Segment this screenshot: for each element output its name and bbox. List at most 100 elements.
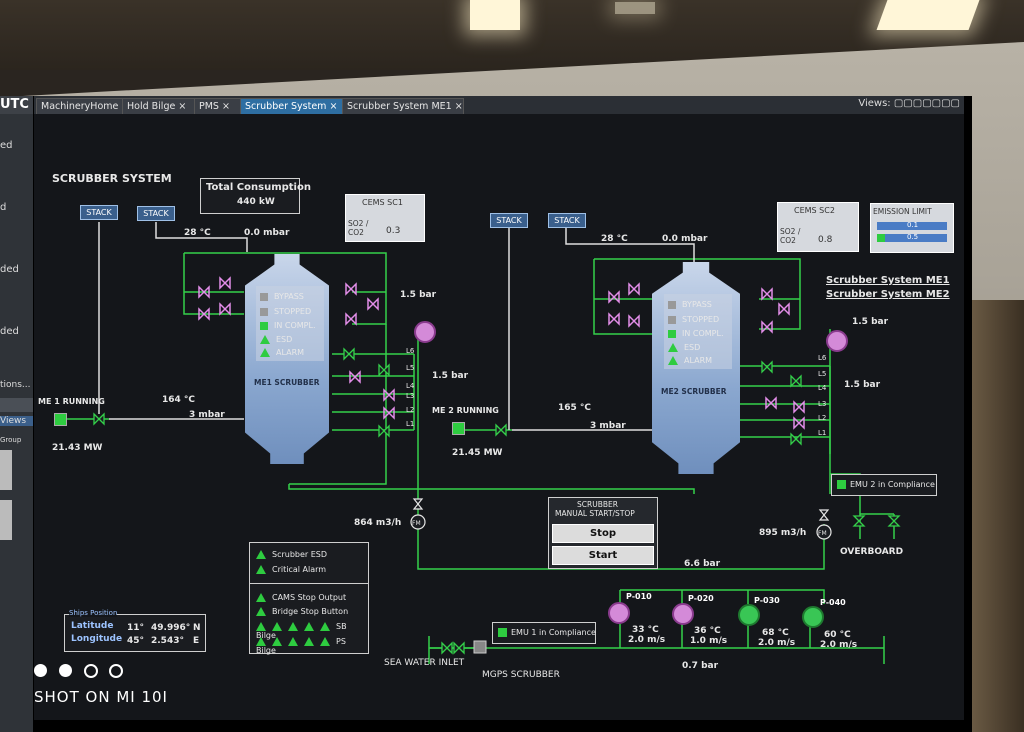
- me1-running-label: ME 1 RUNNING: [38, 397, 105, 406]
- me1-scrubber-label: ME1 SCRUBBER: [254, 378, 320, 387]
- legend-scrubber-esd: Scrubber ESD: [256, 550, 327, 559]
- tab-scrubber-system-me1[interactable]: Scrubber System ME1 ×: [342, 98, 464, 114]
- link-scrubber-system-me2[interactable]: Scrubber System ME2: [826, 289, 950, 300]
- pump-p030[interactable]: [738, 604, 760, 626]
- side-toolbar[interactable]: [0, 398, 33, 412]
- me2-in-compliance-indicator: IN COMPL.: [668, 329, 724, 338]
- side-item[interactable]: ded: [0, 326, 19, 337]
- pump-p020-flow: 1.0 m/s: [690, 636, 728, 646]
- side-item[interactable]: ded: [0, 264, 19, 275]
- page-title: SCRUBBER SYSTEM: [52, 172, 172, 185]
- legend-panel: Scrubber ESD Critical Alarm CAMS Stop Ou…: [249, 542, 369, 655]
- me1-level-l1: L1: [406, 420, 415, 428]
- pump-p020-id: P-020: [688, 594, 714, 603]
- me1-circulation-pump[interactable]: [414, 321, 436, 343]
- me1-pressure: 0.0 mbar: [244, 228, 290, 238]
- me2-bypass-indicator: BYPASS: [668, 300, 712, 309]
- me2-level-l3: L3: [818, 400, 827, 408]
- side-item[interactable]: ed: [0, 140, 13, 151]
- me2-status-panel: BYPASS STOPPED IN COMPL. ESD ALARM: [664, 294, 732, 369]
- me1-pressure-mid: 1.5 bar: [432, 371, 469, 381]
- legend-bridge-stop-button: Bridge Stop Button: [256, 607, 348, 616]
- legend-critical-alarm: Critical Alarm: [256, 565, 326, 574]
- cems-sc1-title: CEMS SC1: [362, 198, 403, 207]
- pump-p020-temp: 36 °C: [694, 626, 721, 636]
- me1-esd-indicator: ESD: [260, 335, 292, 344]
- me2-level-l5: L5: [818, 370, 827, 378]
- pump-p030-flow: 2.0 m/s: [758, 638, 796, 648]
- me2-stack-1[interactable]: STACK: [490, 213, 528, 228]
- pump-p010[interactable]: [608, 602, 630, 624]
- me2-scrubber-label: ME2 SCRUBBER: [661, 387, 727, 396]
- side-group-label: Group: [0, 436, 22, 444]
- me1-stack-1[interactable]: STACK: [80, 205, 118, 220]
- left-side-panel: [0, 96, 33, 732]
- pump-p010-id: P-010: [626, 592, 652, 601]
- camera-watermark: SHOT ON MI 10I: [34, 688, 168, 706]
- ceiling-light: [876, 0, 980, 30]
- scrubber-hmi: FM FM SCRUBBER SYSTEM Total Consumption …: [34, 114, 964, 720]
- ships-position-panel: Ships Position Latitude 11° 49.996° N Lo…: [64, 609, 206, 652]
- tab-machinery-home[interactable]: MachineryHome: [36, 98, 126, 114]
- tab-pms[interactable]: PMS ×: [194, 98, 244, 114]
- tab-bar: MachineryHome Hold Bilge × PMS × Scrubbe…: [34, 96, 964, 114]
- side-thumbnail[interactable]: [0, 500, 12, 540]
- manual-start-stop-panel: SCRUBBER MANUAL START/STOP Stop Start: [548, 497, 658, 569]
- latitude-label: Latitude: [71, 621, 114, 631]
- tab-hold-bilge[interactable]: Hold Bilge ×: [122, 98, 198, 114]
- tab-scrubber-system[interactable]: Scrubber System ×: [240, 98, 346, 114]
- cems-sc1-panel[interactable]: CEMS SC1 SO2 / CO2 0.3: [345, 194, 425, 242]
- me1-pressure-top: 1.5 bar: [400, 290, 437, 300]
- me1-alarm-indicator: ALARM: [260, 348, 304, 357]
- me2-alarm-indicator: ALARM: [668, 356, 712, 365]
- pump-p040[interactable]: [802, 606, 824, 628]
- cems-sc2-panel[interactable]: CEMS SC2 SO2 / CO2 0.8: [777, 202, 859, 252]
- me1-gas-pressure: 3 mbar: [189, 410, 225, 420]
- me1-gas-temperature: 164 °C: [162, 395, 196, 405]
- me1-level-l3: L3: [406, 392, 415, 400]
- link-scrubber-system-me1[interactable]: Scrubber System ME1: [826, 275, 950, 286]
- me2-level-l6: L6: [818, 354, 827, 362]
- legend-ps-bilge: PS Bilge: [256, 637, 346, 655]
- views-selector[interactable]: Views: ▢▢▢▢▢▢▢: [858, 98, 960, 109]
- watermark-dot: [59, 664, 72, 677]
- ceiling-light: [615, 2, 655, 14]
- mgps-scrubber-label: MGPS SCRUBBER: [482, 670, 560, 680]
- latitude-degrees: 11°: [127, 623, 145, 633]
- total-consumption-label: Total Consumption: [206, 182, 311, 193]
- pump-p030-id: P-030: [754, 596, 780, 605]
- me2-circulation-pump[interactable]: [826, 330, 848, 352]
- emu2-label: EMU 2 in Compliance: [850, 480, 935, 489]
- me1-level-l6: L6: [406, 347, 415, 355]
- cems-sc2-title: CEMS SC2: [794, 206, 835, 215]
- side-options-button[interactable]: tions...: [0, 380, 31, 390]
- overboard-label: OVERBOARD: [840, 547, 904, 557]
- me2-gas-temperature: 165 °C: [558, 403, 592, 413]
- total-consumption-value: 440 kW: [237, 197, 275, 207]
- emission-limit-panel[interactable]: EMISSION LIMIT 0.1 0.5: [870, 203, 954, 253]
- me2-stack-2[interactable]: STACK: [548, 213, 586, 228]
- start-button[interactable]: Start: [552, 546, 654, 565]
- ceiling-light: [470, 0, 520, 30]
- watermark-dot: [34, 664, 47, 677]
- side-thumbnail[interactable]: [0, 450, 12, 490]
- bottom-pressure: 0.7 bar: [682, 661, 719, 671]
- me2-gas-pressure: 3 mbar: [590, 421, 626, 431]
- emission-limit-bar-1: 0.1: [877, 221, 947, 230]
- side-item[interactable]: d: [0, 202, 7, 213]
- side-views-button[interactable]: Views: [0, 416, 33, 426]
- me2-flow: 895 m3/h: [759, 528, 807, 538]
- me2-pressure-top: 1.5 bar: [852, 317, 889, 327]
- pump-p030-temp: 68 °C: [762, 628, 789, 638]
- pump-p010-temp: 33 °C: [632, 625, 659, 635]
- stop-button[interactable]: Stop: [552, 524, 654, 543]
- me2-power: 21.45 MW: [452, 448, 503, 458]
- emu1-compliance-panel: EMU 1 in Compliance: [492, 622, 596, 644]
- watermark-dot: [109, 664, 123, 678]
- pump-p020[interactable]: [672, 603, 694, 625]
- emu2-indicator: [837, 480, 846, 489]
- utc-clock-label: UTC: [0, 96, 33, 114]
- me1-stack-2[interactable]: STACK: [137, 206, 175, 221]
- emu1-label: EMU 1 in Compliance: [511, 628, 596, 637]
- me2-running-label: ME 2 RUNNING: [432, 406, 499, 415]
